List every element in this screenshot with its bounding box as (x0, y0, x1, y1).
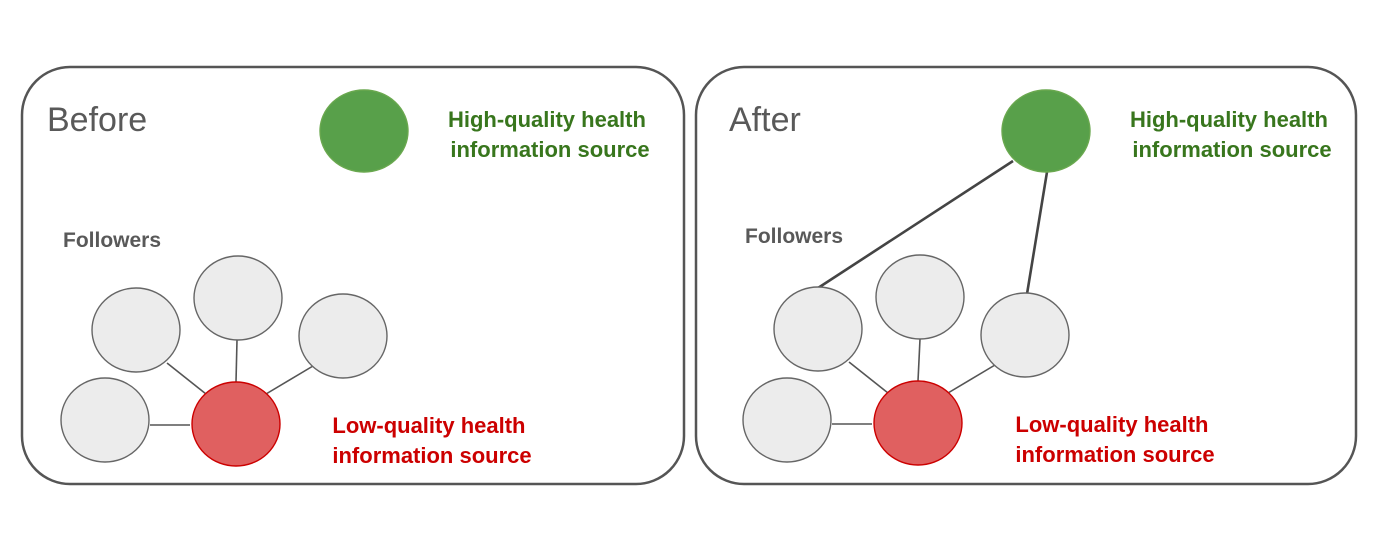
after-followers-label: Followers (745, 225, 843, 248)
after-edge-to-high-quality-2 (1025, 171, 1049, 295)
after-follower-node (742, 377, 832, 463)
before-follower-node (193, 255, 283, 341)
after-high-quality-label: High-quality health information source (1130, 107, 1334, 162)
after-high-quality-edges (817, 159, 1049, 295)
before-follower-node (60, 377, 150, 463)
after-low-quality-label: Low-quality health information source (1015, 412, 1214, 467)
after-edge-follower-4 (947, 364, 996, 394)
before-follower-node (91, 287, 181, 373)
after-edge-follower-3 (917, 338, 921, 382)
before-edge-follower-4 (265, 365, 314, 395)
before-follower-edges (150, 339, 314, 426)
after-follower-node (773, 286, 863, 372)
after-high-quality-source-node (1001, 89, 1091, 173)
before-low-quality-label: Low-quality health information source (332, 413, 531, 468)
after-follower-edges (832, 338, 996, 425)
after-follower-node (980, 292, 1070, 378)
before-low-quality-source-node (191, 381, 281, 467)
before-edge-follower-3 (235, 339, 238, 383)
before-edge-follower-2 (166, 362, 207, 395)
after-edge-to-high-quality-1 (817, 159, 1014, 290)
before-panel: Before High-quality health information s… (20, 65, 686, 486)
before-high-quality-source-node (319, 89, 409, 173)
after-edge-follower-2 (848, 361, 889, 394)
after-panel-frame (694, 65, 1358, 486)
after-panel: After High-quality health information so… (694, 65, 1358, 486)
before-panel-title: Before (47, 101, 147, 139)
before-followers-label: Followers (63, 229, 161, 252)
before-follower-node (298, 293, 388, 379)
after-panel-title: After (729, 101, 801, 139)
before-high-quality-label: High-quality health information source (448, 107, 652, 162)
after-follower-node (875, 254, 965, 340)
after-low-quality-source-node (873, 380, 963, 466)
